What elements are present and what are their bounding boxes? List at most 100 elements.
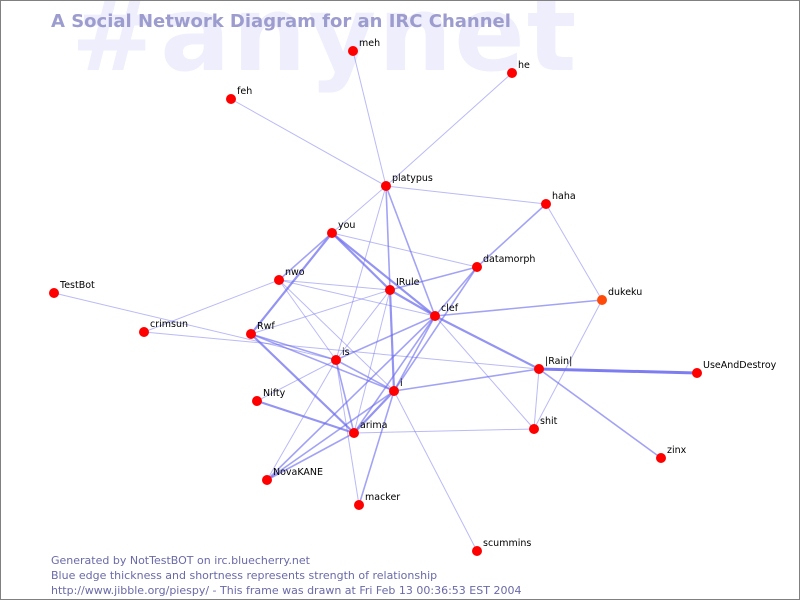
- node-meh[interactable]: meh: [348, 38, 380, 56]
- edge-haha-datamorph: [476, 203, 547, 268]
- node-you[interactable]: you: [327, 220, 355, 238]
- node-dot[interactable]: [385, 285, 395, 295]
- node-label: i: [400, 378, 403, 389]
- node-Rwf[interactable]: Rwf: [246, 321, 275, 339]
- node-dot[interactable]: [472, 262, 482, 272]
- node-dot[interactable]: [534, 364, 544, 374]
- edge-Nifty-arima: [256, 399, 355, 435]
- node-dot[interactable]: [597, 295, 607, 305]
- node-dot[interactable]: [472, 546, 482, 556]
- edge-IRule-i: [388, 289, 396, 392]
- edge-haha-dukeku: [545, 203, 603, 301]
- node-label: you: [338, 220, 355, 231]
- node-crimsun[interactable]: crimsun: [139, 319, 188, 337]
- node-TestBot[interactable]: TestBot: [49, 280, 95, 298]
- edge-you-datamorph: [331, 232, 478, 268]
- edge-platypus-IRule: [385, 185, 391, 291]
- node-macker[interactable]: macker: [354, 492, 400, 510]
- edge-is-i: [335, 359, 395, 392]
- node-dot[interactable]: [507, 68, 517, 78]
- node-scummins[interactable]: scummins: [472, 538, 531, 556]
- node-zinx[interactable]: zinx: [656, 445, 687, 463]
- node-dot[interactable]: [49, 288, 59, 298]
- node-dot[interactable]: [246, 329, 256, 339]
- edge-nwo-crimsun: [143, 279, 280, 333]
- node-dot[interactable]: [541, 199, 551, 209]
- edge-nwo-IRule: [278, 279, 391, 291]
- edge-clef-Rain: [434, 315, 540, 370]
- node-dot[interactable]: [692, 368, 702, 378]
- node-IRule[interactable]: IRule: [385, 277, 420, 295]
- node-arima[interactable]: arima: [349, 420, 387, 438]
- node-label: clef: [441, 303, 459, 314]
- node-dot[interactable]: [381, 181, 391, 191]
- edge-you-clef: [331, 232, 436, 317]
- node-label: macker: [365, 492, 400, 503]
- node-clef[interactable]: clef: [430, 303, 459, 321]
- node-label: shit: [540, 416, 558, 427]
- node-label: crimsun: [150, 319, 188, 330]
- edge-i-scummins: [393, 390, 478, 552]
- edge-he-platypus: [385, 72, 513, 187]
- edge-arima-shit: [353, 428, 535, 434]
- edge-i-NovaKANE: [266, 390, 395, 481]
- edge-is-macker: [335, 359, 360, 506]
- edge-IRule-arima: [353, 289, 391, 434]
- edge-you-Rwf: [250, 232, 333, 335]
- edge-clef-shit: [434, 315, 535, 430]
- edge-meh-platypus: [352, 50, 387, 187]
- edge-layer: [53, 50, 698, 552]
- node-platypus[interactable]: platypus: [381, 173, 433, 191]
- node-feh[interactable]: feh: [226, 86, 252, 104]
- edge-clef-is: [335, 315, 436, 361]
- footer: Generated by NotTestBOT on irc.bluecherr…: [51, 553, 521, 598]
- node-is[interactable]: is: [331, 347, 350, 365]
- edge-IRule-is: [335, 289, 391, 361]
- node-datamorph[interactable]: datamorph: [472, 254, 535, 272]
- node-label: IRule: [396, 277, 420, 288]
- node-shit[interactable]: shit: [529, 416, 558, 434]
- channel-watermark: #anynet: [71, 0, 579, 95]
- node-dot[interactable]: [430, 311, 440, 321]
- edge-datamorph-i: [393, 266, 478, 392]
- edge-i-arima: [353, 390, 395, 434]
- edge-is-Nifty: [256, 359, 337, 402]
- edge-platypus-clef: [385, 185, 436, 317]
- edge-platypus-haha: [385, 185, 547, 205]
- edge-Rain-i: [393, 368, 540, 392]
- node-i[interactable]: i: [389, 378, 403, 396]
- node-dot[interactable]: [349, 428, 359, 438]
- node-dot[interactable]: [348, 46, 358, 56]
- edge-feh-platypus: [230, 98, 387, 187]
- node-label: TestBot: [59, 280, 95, 291]
- edge-nwo-clef: [278, 279, 436, 317]
- node-dot[interactable]: [262, 475, 272, 485]
- node-dukeku[interactable]: dukeku: [597, 287, 642, 305]
- node-dot[interactable]: [327, 228, 337, 238]
- node-dot[interactable]: [331, 355, 341, 365]
- node-dot[interactable]: [226, 94, 236, 104]
- node-label: datamorph: [483, 254, 535, 265]
- node-dot[interactable]: [274, 275, 284, 285]
- node-dot[interactable]: [529, 424, 539, 434]
- edge-Rain-shit: [533, 368, 540, 430]
- node-label: arima: [360, 420, 387, 431]
- node-he[interactable]: he: [507, 60, 530, 78]
- node-dot[interactable]: [656, 453, 666, 463]
- node-UseAndDestroy[interactable]: UseAndDestroy: [692, 360, 777, 378]
- node-dot[interactable]: [354, 500, 364, 510]
- edge-platypus-is: [335, 185, 387, 361]
- node-NovaKANE[interactable]: NovaKANE: [262, 467, 323, 485]
- node-label: Nifty: [263, 388, 286, 399]
- node-dot[interactable]: [139, 327, 149, 337]
- node-dot[interactable]: [389, 386, 399, 396]
- node-haha[interactable]: haha: [541, 191, 576, 209]
- footer-legend: Blue edge thickness and shortness repres…: [51, 569, 438, 582]
- node-label: nwo: [285, 267, 305, 278]
- node-dot[interactable]: [252, 396, 262, 406]
- node-Rain[interactable]: |Rain|: [534, 356, 572, 374]
- node-Nifty[interactable]: Nifty: [252, 388, 286, 406]
- node-nwo[interactable]: nwo: [274, 267, 305, 285]
